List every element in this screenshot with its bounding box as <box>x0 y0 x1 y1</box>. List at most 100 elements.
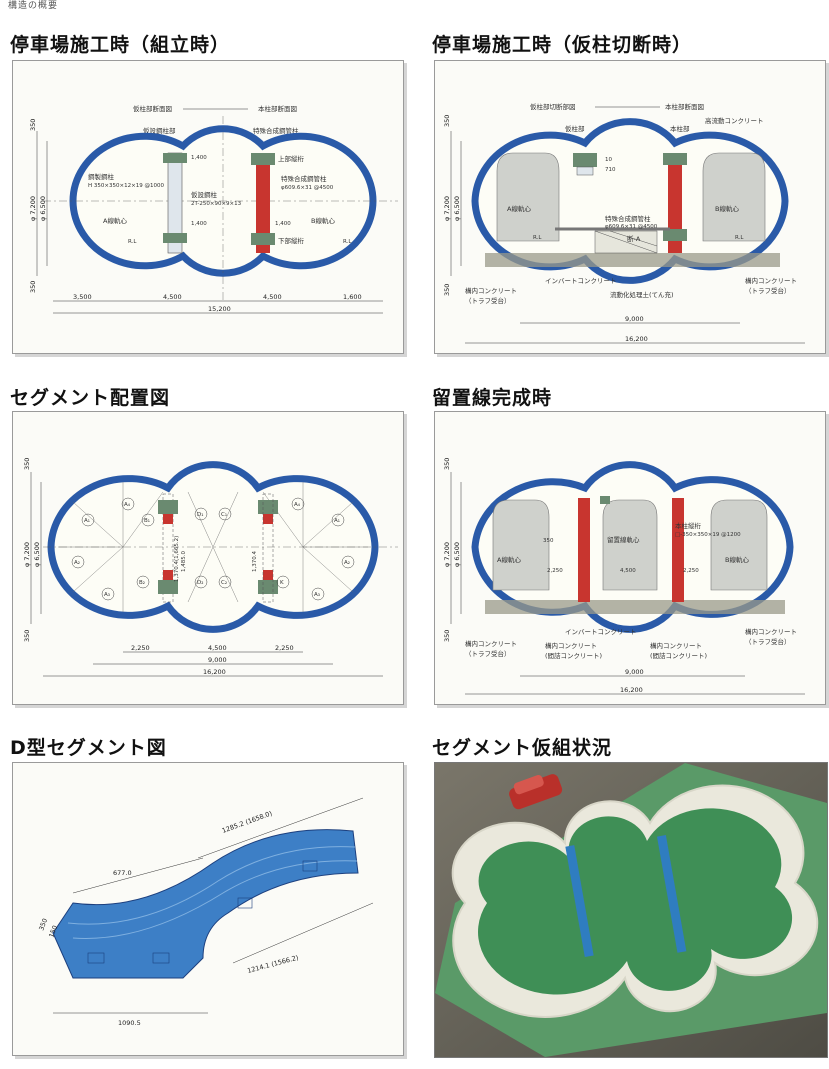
label-track-a-2: A線軌心 <box>507 204 531 213</box>
dim-h-inner-2: φ 6,500 <box>453 196 461 221</box>
dim-bottom-3: 350 <box>23 630 31 642</box>
label-2250b: 2,250 <box>683 568 699 574</box>
svg-text:A₄: A₄ <box>294 502 301 508</box>
diagram-cutting: 仮柱部切断部図 本柱部断面図 仮柱部 本柱部 高流動コンクリート 特殊合成鋼管柱… <box>434 60 826 354</box>
temp-col-cut-stub <box>576 166 594 176</box>
label-d3: 1,400 <box>275 221 291 227</box>
dim-top-5: 1285.2 (1658.0) <box>221 809 273 835</box>
dim-bottom-5: 1214.1 (1566.2) <box>246 954 299 975</box>
svg-text:A₃: A₃ <box>314 592 320 598</box>
label-middle-col-spec: 2T-250×90×9×13 <box>191 201 242 207</box>
label-d350: 350 <box>543 538 554 544</box>
panel-title-assembly: 停車場施工時（組立時） <box>10 34 231 56</box>
right-column-bottom <box>258 580 278 594</box>
label-col-spec: □-350×350×19 @1200 <box>675 532 741 538</box>
panel-title-segment-layout: セグメント配置図 <box>10 387 171 409</box>
label-track-b: B線軌心 <box>311 216 335 225</box>
left-column-red-top <box>163 514 173 524</box>
panel-title-cutting: 停車場施工時（仮柱切断時） <box>432 34 693 56</box>
label-track-b-4: B線軌心 <box>725 555 749 564</box>
diagram-assembly: 仮柱部断面図 本柱部断面図 仮設鋼柱部 特殊合成鋼管柱 鋼製鋼柱 H 350×3… <box>12 60 404 354</box>
svg-text:B₁: B₁ <box>144 518 150 524</box>
dim-total-3: 16,200 <box>203 668 226 676</box>
left-column-bottom <box>158 580 178 594</box>
train-envelope-a <box>496 152 560 242</box>
dim-top-4: 350 <box>443 458 451 470</box>
label-pipe-left: 鋼製鋼柱 <box>88 172 115 181</box>
diagram-segment-layout: A₁ A₂ A₃ A₄ B₁ B₂ D₁ C₁ D₂ C₂ A₄ A₁ A₂ A… <box>12 411 404 705</box>
label-track-a: A線軌心 <box>103 216 127 225</box>
label-v1: 1,370.4(1,665.2) <box>174 536 180 582</box>
photo-trial-assembly <box>434 762 828 1058</box>
trial-assembly-svg <box>435 763 827 1057</box>
temp-column-bottom-cap <box>163 233 187 243</box>
dim-bottom-2: 350 <box>443 284 451 296</box>
main-column-2 <box>668 153 682 253</box>
label-main-col-section: 本柱部断面図 <box>258 104 297 113</box>
svg-text:A₄: A₄ <box>124 502 131 508</box>
label-treated-2: 流動化処理土(てん充) <box>610 290 674 299</box>
dim-bottom: 350 <box>29 281 37 293</box>
red-car-icon <box>509 774 563 810</box>
dim-top-3: 350 <box>23 458 31 470</box>
label-rl-left: R.L <box>128 239 137 245</box>
label-track-mid-4: 留置線軌心 <box>607 535 640 544</box>
dim-top-2: 350 <box>443 115 451 127</box>
label-backfill-mid2-4: (間詰コンクリート) <box>650 651 707 660</box>
dim-h-total-4: φ 7,200 <box>443 542 451 567</box>
segment-labels: A₁ A₂ A₃ A₄ B₁ B₂ D₁ C₁ D₂ C₂ A₄ A₁ A₂ A… <box>71 497 355 601</box>
left-column-outline <box>162 493 174 603</box>
label-floor-left-2: 構内コンクリート <box>465 286 517 295</box>
dim-total-4: 16,200 <box>620 686 643 694</box>
svg-text:A₁: A₁ <box>334 518 340 524</box>
svg-text:C₂: C₂ <box>221 580 227 586</box>
label-comp-spec-2: φ609.6×31 @4500 <box>605 224 658 230</box>
right-column-red-bottom <box>263 570 273 580</box>
completed-svg: 本柱縦桁 □-350×350×19 @1200 350 A線軌心 留置線軌心 B… <box>443 458 805 695</box>
label-main-col: 本柱部 <box>670 124 690 133</box>
dim-total-2: 16,200 <box>625 335 648 343</box>
dim-inner-2: 9,000 <box>625 315 644 323</box>
label-d710-top: 10 <box>605 157 612 163</box>
dim-midleft2-5: 150 <box>47 924 59 938</box>
left-column-red-bottom <box>163 570 173 580</box>
dim-inner-3: 9,000 <box>208 656 227 664</box>
label-comp-2: 特殊合成鋼管柱 <box>605 214 651 223</box>
label-track-a-4: A線軌心 <box>497 555 521 564</box>
envelope-mid <box>602 499 658 591</box>
label-lower-beam: 下部縦桁 <box>278 236 305 245</box>
label-pipe-left-spec: H 350×350×12×19 @1000 <box>88 183 164 189</box>
label-floor-mid-4: 構内コンクリート <box>545 641 597 650</box>
dim-bottom-4: 350 <box>443 630 451 642</box>
dim-h-total: φ 7,200 <box>29 196 37 221</box>
label-rl-2a: R.L <box>533 235 542 241</box>
label-middle-col: 仮設鋼柱 <box>191 190 218 199</box>
floor-concrete <box>485 253 780 267</box>
d-segment-svg: 1285.2 (1658.0) 677.0 350 150 1214.1 (15… <box>37 797 374 1027</box>
label-trough-right-2: （トラフ受台） <box>745 286 791 295</box>
dim-h-total-3: φ 7,200 <box>23 542 31 567</box>
label-comp-spec: 特殊合成鋼管柱 <box>281 174 327 183</box>
strut-left <box>565 845 594 958</box>
panel-title-trial-assembly: セグメント仮組状況 <box>432 737 613 759</box>
floor-concrete-4 <box>485 600 785 614</box>
label-temp-beam: 仮設鋼柱部 <box>143 126 176 135</box>
main-column <box>256 153 270 253</box>
page-caption: 構造の概要 <box>8 1 59 11</box>
label-upper-beam: 上部縦桁 <box>278 154 305 163</box>
left-column-top <box>158 500 178 514</box>
dim-h-total-2: φ 7,200 <box>443 196 451 221</box>
label-rl-right: R.L <box>343 239 352 245</box>
svg-text:C₁: C₁ <box>221 512 227 518</box>
svg-text:A₃: A₃ <box>104 592 110 598</box>
main-column-2-top-cap <box>663 153 687 165</box>
svg-text:B₂: B₂ <box>139 580 145 586</box>
label-trough-right-4: （トラフ受台） <box>745 637 791 646</box>
label-comp-spec2: φ609.6×31 @4500 <box>281 185 334 191</box>
main-column-2-bottom-cap <box>663 229 687 241</box>
label-floor-right-2: 構内コンクリート <box>745 276 797 285</box>
label-col-spec-title: 本柱縦桁 <box>675 521 702 530</box>
temp-column-top-cap <box>163 153 187 163</box>
label-track-b-2: B線軌心 <box>715 204 739 213</box>
train-envelope-b <box>702 152 766 242</box>
